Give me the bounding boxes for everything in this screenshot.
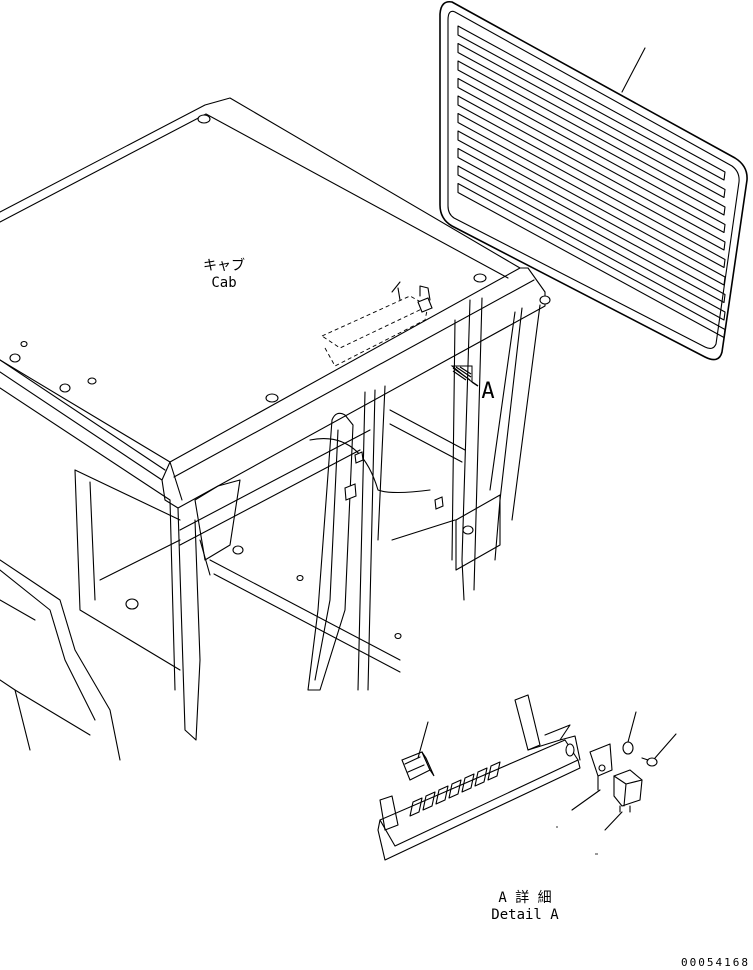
washer-icon [622, 741, 634, 755]
louver-panel [439, 0, 748, 361]
bolt-icon [646, 757, 658, 767]
bracket-slot [461, 773, 475, 793]
louver-slat [457, 130, 726, 286]
detail-a-assembly [377, 694, 677, 861]
bracket-slot [422, 791, 436, 811]
louver-slat [457, 42, 726, 199]
detail-label-en: Detail A [491, 907, 559, 923]
cab-roof [0, 97, 551, 509]
switch-leader-line [417, 721, 429, 759]
hatched-view-arrow-icon [450, 365, 479, 387]
bracket-slot [409, 797, 423, 817]
louver-slat [457, 25, 726, 181]
cab-label-en: Cab [211, 275, 236, 291]
relay-icon [613, 769, 643, 807]
bracket-slot [448, 779, 462, 799]
view-a-label: A [481, 379, 494, 404]
drawing-number: 00054168 [681, 956, 750, 969]
clip-leader-line [571, 789, 601, 811]
detail-label-jp: A 詳 細 [498, 890, 551, 906]
bracket-slot [474, 767, 488, 787]
louver-slat [457, 95, 726, 251]
louver-slat [457, 112, 726, 269]
louver-slat [457, 165, 726, 321]
louver-slat [457, 77, 726, 234]
louver-slat [457, 182, 726, 339]
louver-slat [457, 147, 726, 304]
bracket-slot [435, 785, 449, 805]
panel-leader-line [621, 47, 646, 93]
louver-slat [457, 60, 726, 216]
cab-label-jp: キャブ [203, 257, 245, 274]
cab-frame [0, 297, 541, 761]
bracket-slot [487, 761, 501, 781]
